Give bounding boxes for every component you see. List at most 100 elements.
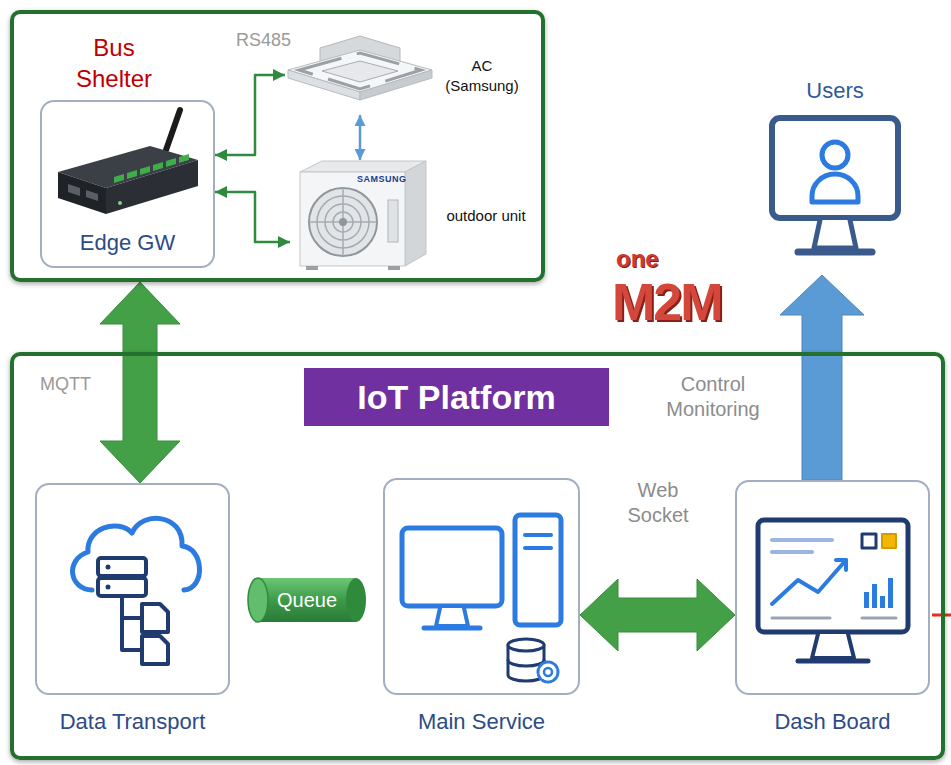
server-icon bbox=[508, 660, 544, 666]
connector-line bbox=[215, 75, 285, 155]
queue-cylinder bbox=[248, 578, 366, 622]
service-box: Main Service bbox=[383, 478, 580, 695]
user-monitor-icon bbox=[814, 220, 856, 248]
dashboard-icon bbox=[772, 550, 812, 554]
server-icon bbox=[424, 626, 480, 631]
block-arrow bbox=[780, 275, 864, 480]
equipment-item: AC (Samsung) bbox=[285, 35, 535, 115]
service-box: Data Transport bbox=[35, 483, 230, 695]
gateway-device bbox=[68, 184, 80, 196]
server-icon bbox=[402, 515, 561, 682]
gateway-device bbox=[118, 201, 122, 205]
air-conditioner bbox=[299, 53, 421, 89]
node-label: Main Service bbox=[375, 709, 588, 735]
node-label: outdoor unit bbox=[440, 207, 532, 225]
air-conditioner bbox=[288, 36, 432, 100]
gateway-device bbox=[153, 162, 163, 171]
server-icon bbox=[525, 546, 551, 550]
server-icon bbox=[544, 668, 552, 676]
cloud-storage-icon bbox=[98, 558, 146, 576]
node-label: Bus Shelter bbox=[64, 32, 164, 94]
outdoor-unit bbox=[339, 218, 347, 226]
logo-text: M2M bbox=[612, 276, 722, 328]
cloud-storage-icon bbox=[142, 604, 168, 632]
bus-protocol: RS485 bbox=[236, 30, 291, 52]
connector-label: Web Socket bbox=[618, 478, 698, 528]
dashboard-icon bbox=[758, 520, 908, 632]
gateway-device bbox=[140, 166, 150, 175]
site-panel: Bus ShelterEdge GW AC (Samsung) outdoor un… bbox=[10, 10, 545, 282]
user-monitor-icon bbox=[772, 118, 898, 218]
connector-line bbox=[359, 115, 362, 160]
node-label: Edge GW bbox=[42, 230, 213, 256]
dashboard-icon bbox=[872, 584, 877, 608]
dashboard-icon bbox=[758, 520, 908, 661]
dashboard-icon bbox=[864, 592, 869, 608]
logo-text: one bbox=[616, 246, 659, 272]
dashboard-icon bbox=[798, 659, 868, 664]
outdoor-unit bbox=[388, 200, 398, 242]
user-monitor-icon bbox=[772, 118, 898, 252]
user-monitor-icon bbox=[822, 142, 848, 168]
air-conditioner bbox=[288, 50, 432, 92]
dashboard-icon bbox=[772, 538, 832, 542]
queue-node: Queue bbox=[248, 578, 366, 622]
dashboard-icon bbox=[862, 617, 896, 620]
cloud-storage-icon bbox=[106, 565, 111, 570]
gateway-device bbox=[106, 160, 198, 214]
gateway-device bbox=[127, 170, 137, 179]
node-label: Queue bbox=[277, 588, 337, 612]
gateway-device bbox=[166, 158, 176, 167]
outdoor-unit bbox=[300, 172, 405, 266]
queue-cylinder bbox=[258, 578, 356, 622]
server-icon bbox=[525, 533, 551, 537]
outdoor-unit bbox=[306, 266, 318, 270]
node-label: Dash Board bbox=[727, 709, 938, 735]
dashboard-icon bbox=[862, 534, 876, 548]
queue-cylinder bbox=[248, 578, 268, 622]
air-conditioner bbox=[322, 61, 398, 82]
server-icon bbox=[538, 662, 558, 682]
cloud-storage-icon bbox=[73, 518, 200, 664]
server-icon bbox=[402, 528, 502, 606]
gateway-device bbox=[179, 154, 189, 163]
cloud-storage-icon bbox=[122, 598, 140, 650]
gateway-device bbox=[58, 172, 106, 214]
node-label: IoT Platform bbox=[304, 368, 609, 426]
dashboard-icon bbox=[880, 596, 885, 608]
queue-cylinder bbox=[346, 578, 366, 622]
dashboard-icon bbox=[772, 560, 846, 604]
server-icon bbox=[508, 639, 544, 651]
connector-label: Control Monitoring bbox=[648, 372, 778, 422]
cloud-storage-icon bbox=[98, 578, 146, 596]
dashboard-icon bbox=[772, 617, 830, 620]
brand-mark: SAMSUNG bbox=[357, 175, 407, 185]
outdoor-unit bbox=[405, 161, 426, 266]
outdoor-unit bbox=[309, 188, 377, 256]
block-arrow bbox=[100, 282, 180, 483]
cloud-storage-icon bbox=[142, 636, 168, 664]
node-label: Data Transport bbox=[27, 709, 238, 735]
platform-panel: IoT PlatformData TransportQueueMain Serv… bbox=[10, 352, 945, 760]
connector-label: MQTT bbox=[40, 374, 91, 396]
service-box: Dash Board bbox=[735, 480, 930, 695]
block-arrow bbox=[580, 579, 735, 651]
user-monitor-icon bbox=[812, 174, 858, 202]
dashboard-icon bbox=[888, 578, 893, 608]
cloud-storage-icon bbox=[106, 585, 111, 590]
equipment-item: outdoor unit bbox=[290, 160, 535, 272]
gateway-device bbox=[58, 110, 198, 214]
gateway-box: Edge GW bbox=[40, 100, 215, 268]
user-monitor-icon bbox=[798, 249, 872, 256]
connector-line bbox=[215, 192, 290, 242]
server-icon bbox=[515, 515, 561, 625]
dashboard-icon bbox=[882, 534, 896, 548]
outdoor-unit bbox=[300, 161, 426, 270]
dashboard-icon bbox=[836, 560, 846, 570]
node-label: AC (Samsung) bbox=[437, 56, 527, 95]
gateway-device bbox=[86, 190, 98, 201]
server-icon bbox=[436, 608, 468, 626]
outdoor-unit bbox=[388, 266, 400, 270]
user-terminal: Users bbox=[760, 78, 910, 275]
